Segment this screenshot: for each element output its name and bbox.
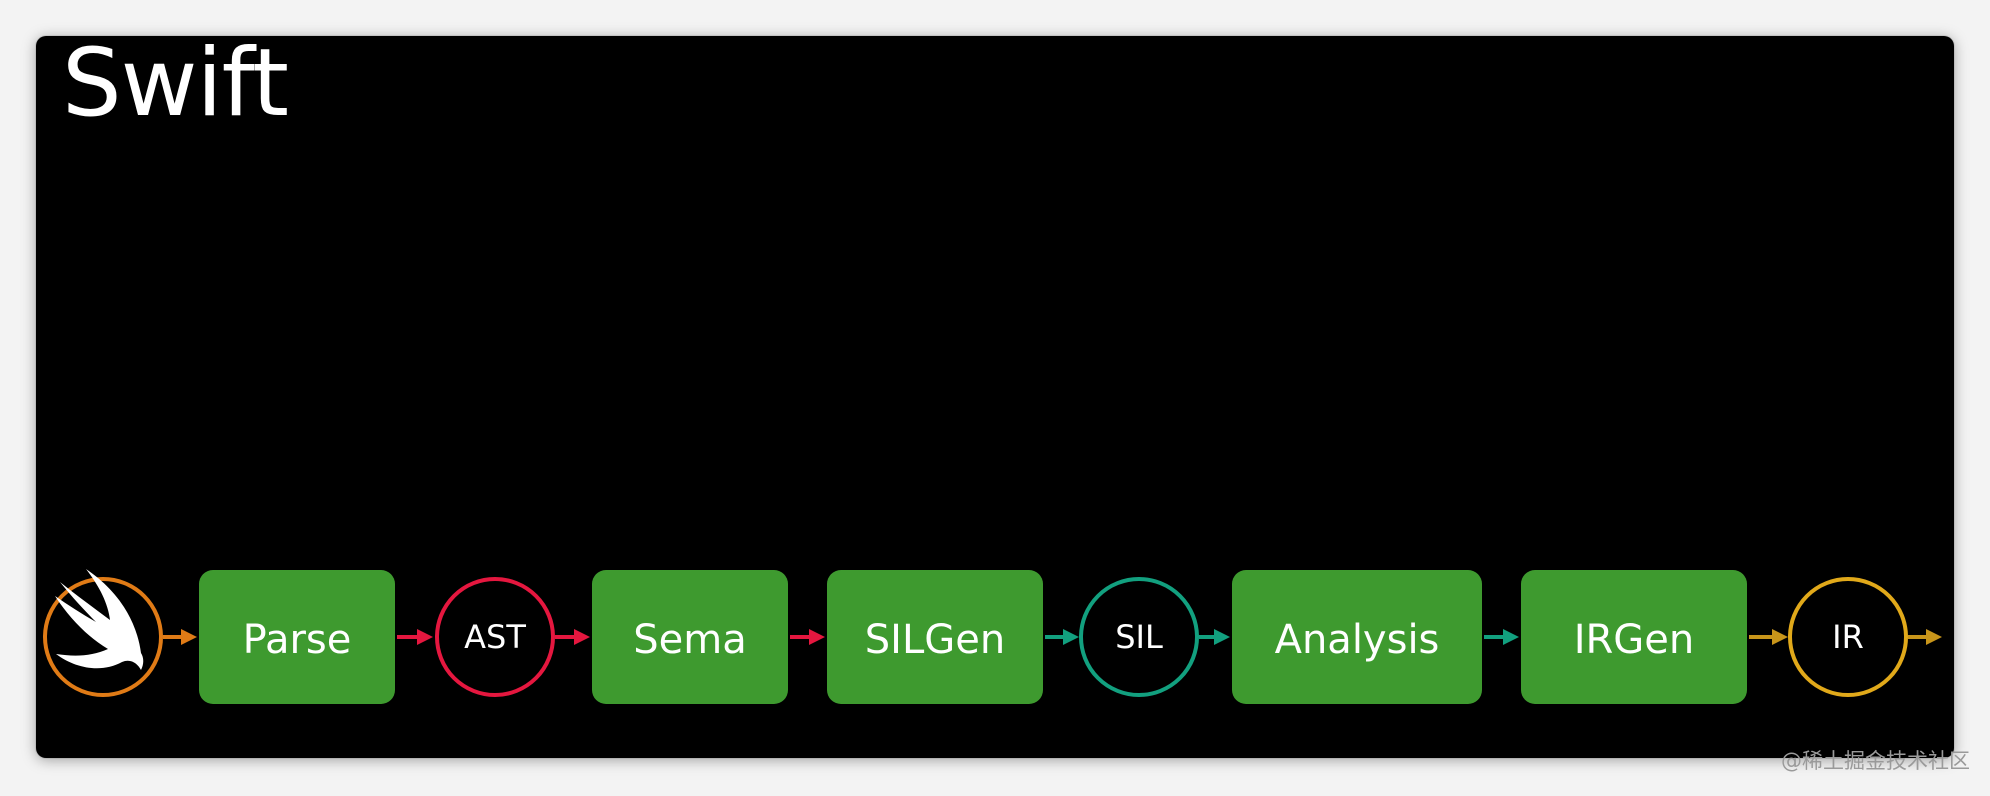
stage-analysis-label: Analysis bbox=[1275, 617, 1440, 663]
artifact-ast-label: AST bbox=[464, 618, 526, 656]
stage-irgen-label: IRGen bbox=[1574, 617, 1695, 663]
artifact-sil: SIL bbox=[1079, 577, 1199, 697]
arrow-ir-out bbox=[1908, 629, 1942, 645]
arrow-silgen-to-sil-head bbox=[1063, 629, 1079, 645]
artifact-ir-label: IR bbox=[1832, 618, 1864, 656]
stage-irgen: IRGen bbox=[1521, 570, 1747, 704]
arrow-parse-to-ast bbox=[397, 629, 433, 645]
watermark: @稀土掘金技术社区 bbox=[1781, 749, 1970, 773]
arrow-logo-to-parse-head bbox=[181, 629, 197, 645]
slide-title: Swift bbox=[62, 36, 289, 138]
arrow-irgen-to-ir-head bbox=[1772, 629, 1788, 645]
stage-sema-box bbox=[592, 570, 788, 704]
compiler-pipeline-diagram: Parse AST Sema SILGen SIL Analysis bbox=[43, 569, 1942, 704]
arrow-sema-to-silgen bbox=[790, 629, 825, 645]
stage-irgen-box bbox=[1521, 570, 1747, 704]
arrow-analysis-to-irgen bbox=[1484, 629, 1519, 645]
artifact-ir-ring bbox=[1788, 577, 1908, 697]
arrow-sil-to-analysis bbox=[1199, 629, 1230, 645]
arrow-ast-to-sema bbox=[555, 629, 590, 645]
stage-silgen-box bbox=[827, 570, 1043, 704]
arrow-ir-out-head bbox=[1926, 629, 1942, 645]
arrow-logo-to-parse bbox=[163, 629, 197, 645]
arrow-irgen-to-ir bbox=[1749, 629, 1788, 645]
swift-logo-node bbox=[43, 569, 163, 697]
artifact-sil-ring bbox=[1079, 577, 1199, 697]
swift-logo-icon bbox=[55, 569, 144, 670]
artifact-ir: IR bbox=[1788, 577, 1908, 697]
arrow-parse-to-ast-head bbox=[417, 629, 433, 645]
stage-analysis-box bbox=[1232, 570, 1482, 704]
stage-silgen: SILGen bbox=[827, 570, 1043, 704]
stage-silgen-label: SILGen bbox=[865, 617, 1005, 663]
swift-logo-ring bbox=[43, 577, 163, 697]
artifact-ast-ring bbox=[435, 577, 555, 697]
arrow-sema-to-silgen-head bbox=[809, 629, 825, 645]
arrow-ast-to-sema-head bbox=[574, 629, 590, 645]
artifact-ast: AST bbox=[435, 577, 555, 697]
arrow-sil-to-analysis-head bbox=[1214, 629, 1230, 645]
slide-frame: Swift Parse AST Sema SILGen bbox=[36, 36, 1954, 758]
artifact-sil-label: SIL bbox=[1115, 618, 1163, 656]
arrow-analysis-to-irgen-head bbox=[1503, 629, 1519, 645]
stage-parse: Parse bbox=[199, 570, 395, 704]
arrow-silgen-to-sil bbox=[1045, 629, 1079, 645]
stage-parse-label: Parse bbox=[243, 617, 352, 663]
stage-analysis: Analysis bbox=[1232, 570, 1482, 704]
stage-sema: Sema bbox=[592, 570, 788, 704]
stage-parse-box bbox=[199, 570, 395, 704]
stage-sema-label: Sema bbox=[633, 617, 746, 663]
